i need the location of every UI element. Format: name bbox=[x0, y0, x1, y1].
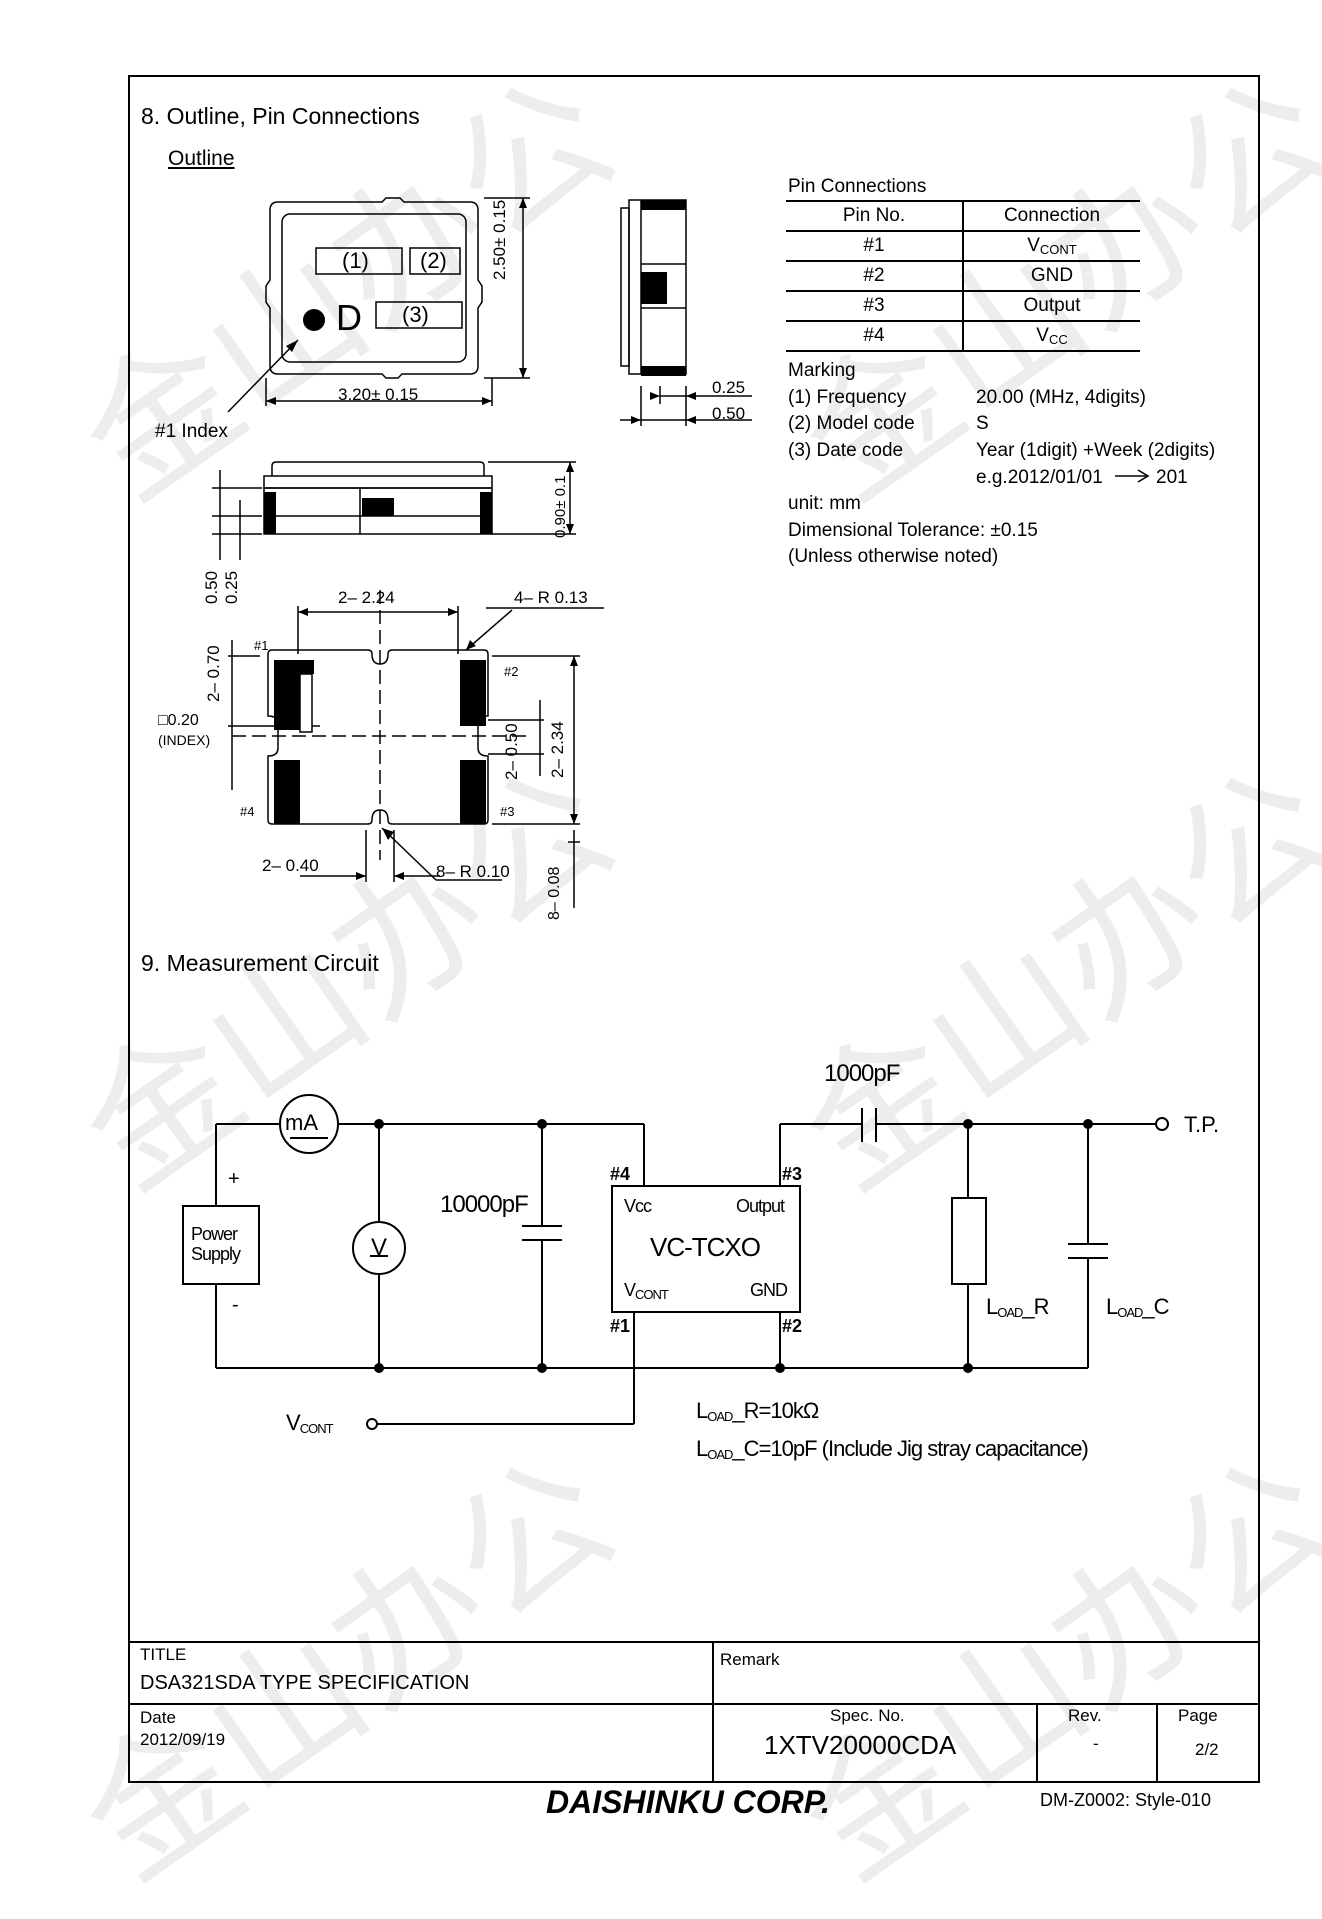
load-r-label: LOAD_R bbox=[986, 1294, 1050, 1320]
dim-corner-r: 4– R 0.13 bbox=[514, 588, 588, 607]
marking-example-result: 201 bbox=[1156, 467, 1188, 488]
page-value: 2/2 bbox=[1195, 1740, 1219, 1759]
title-value: DSA321SDA TYPE SPECIFICATION bbox=[140, 1672, 470, 1694]
chip-vcc: Vcc bbox=[624, 1196, 652, 1216]
marking-title: Marking bbox=[788, 360, 856, 381]
cap-1000pf-label: 1000pF bbox=[824, 1060, 900, 1087]
marking-label-model: (2) Model code bbox=[788, 413, 915, 434]
table-row: #1 VCONT bbox=[786, 231, 1140, 262]
chip-pin-4: #4 bbox=[610, 1164, 631, 1184]
minus-sign: - bbox=[232, 1294, 239, 1316]
load-c-label: LOAD_C bbox=[1106, 1294, 1170, 1320]
pin-cell: #2 bbox=[786, 261, 964, 292]
company-name: DAISHINKU CORP. bbox=[546, 1784, 830, 1820]
date-label: Date bbox=[140, 1708, 176, 1727]
marking-label-date: (3) Date code bbox=[788, 440, 904, 461]
dim-width: 3.20± 0.15 bbox=[338, 385, 419, 404]
dim-r-010: 8– R 0.10 bbox=[436, 862, 510, 881]
pin-connections-table: Pin No. Connection #1 VCONT #2 GND #3 Ou… bbox=[786, 200, 1140, 352]
cap-10000pf-label: 10000pF bbox=[440, 1191, 529, 1218]
chip-output: Output bbox=[736, 1196, 785, 1216]
section-8-title: 8. Outline, Pin Connections bbox=[141, 103, 420, 129]
footer-divider-v1 bbox=[712, 1641, 714, 1783]
tolerance-note: Dimensional Tolerance: ±0.15 bbox=[788, 520, 1038, 541]
section-9-title: 9. Measurement Circuit bbox=[141, 950, 379, 976]
dim-index-text: (INDEX) bbox=[158, 732, 211, 748]
index-label: #1 Index bbox=[155, 421, 228, 442]
pad-2-label: #2 bbox=[504, 664, 519, 679]
outline-label: Outline bbox=[168, 147, 235, 170]
chip-pin-2: #2 bbox=[782, 1316, 803, 1336]
supply-label: Supply bbox=[191, 1244, 241, 1264]
dim-index-square: □0.20 bbox=[158, 712, 199, 729]
marking-label-frequency: (1) Frequency bbox=[788, 387, 907, 408]
test-point-label: T.P. bbox=[1184, 1112, 1220, 1137]
chip-vcont: VCONT bbox=[624, 1280, 669, 1302]
connection-cell: VCC bbox=[963, 321, 1140, 352]
header-connection: Connection bbox=[963, 200, 1140, 232]
mark-d: D bbox=[336, 297, 362, 338]
table-row: #2 GND bbox=[786, 261, 1140, 292]
pad-1-label: #1 bbox=[254, 638, 269, 653]
date-value: 2012/09/19 bbox=[140, 1730, 226, 1749]
load-r-value: LOAD_R=10kΩ bbox=[696, 1398, 819, 1424]
dim-h-040: 2– 0.40 bbox=[262, 856, 319, 875]
load-c-value: LOAD_C=10pF (Include Jig stray capacitan… bbox=[696, 1436, 1089, 1462]
rev-value: - bbox=[1093, 1734, 1099, 1753]
footer-divider-middle bbox=[128, 1703, 1260, 1705]
dim-side-050: 0.50 bbox=[712, 404, 746, 423]
footer-divider-top bbox=[128, 1641, 1260, 1643]
page-frame bbox=[128, 75, 1260, 1783]
rev-label: Rev. bbox=[1068, 1706, 1102, 1725]
pin-cell: #3 bbox=[786, 291, 964, 322]
chip-gnd: GND bbox=[750, 1280, 788, 1300]
spec-label: Spec. No. bbox=[830, 1706, 905, 1725]
pad-3-label: #3 bbox=[500, 804, 515, 819]
pin-cell: #1 bbox=[786, 231, 964, 262]
footer-divider-v2 bbox=[1036, 1703, 1038, 1783]
marking-example: e.g.2012/01/01 bbox=[976, 467, 1103, 488]
marking-value-date: Year (1digit) +Week (2digits) bbox=[976, 440, 1216, 461]
chip-pin-1: #1 bbox=[610, 1316, 631, 1336]
connection-cell: GND bbox=[963, 261, 1140, 292]
unit-note: unit: mm bbox=[788, 493, 861, 514]
milliammeter-label: mA bbox=[285, 1110, 318, 1135]
spec-value: 1XTV20000CDA bbox=[764, 1730, 957, 1760]
table-row: #3 Output bbox=[786, 291, 1140, 322]
vcont-input-label: VCONT bbox=[286, 1410, 334, 1436]
pin-connections-title: Pin Connections bbox=[788, 176, 927, 197]
table-header-row: Pin No. Connection bbox=[786, 200, 1140, 232]
header-pin-no: Pin No. bbox=[786, 200, 964, 232]
marking-value-model: S bbox=[976, 413, 989, 434]
footer-divider-v3 bbox=[1156, 1703, 1158, 1783]
dim-pad-pitch: 2– 2.24 bbox=[338, 588, 395, 607]
connection-cell: VCONT bbox=[963, 231, 1140, 262]
table-row: #4 VCC bbox=[786, 321, 1140, 352]
voltmeter-label: V bbox=[371, 1234, 388, 1261]
remark-label: Remark bbox=[720, 1650, 780, 1669]
power-label: Power bbox=[191, 1224, 238, 1244]
mark-1: (1) bbox=[342, 248, 369, 273]
pad-4-label: #4 bbox=[240, 804, 255, 819]
outline-drawing bbox=[212, 197, 752, 908]
mark-3: (3) bbox=[402, 302, 429, 327]
mark-2: (2) bbox=[420, 248, 447, 273]
dim-side-025: 0.25 bbox=[712, 378, 746, 397]
style-code: DM-Z0002: Style-010 bbox=[1040, 1790, 1212, 1810]
chip-name: VC-TCXO bbox=[650, 1232, 761, 1262]
page-label: Page bbox=[1178, 1706, 1218, 1725]
title-label: TITLE bbox=[140, 1645, 187, 1664]
measurement-circuit bbox=[182, 1094, 1169, 1430]
unless-note: (Unless otherwise noted) bbox=[788, 546, 999, 567]
pin-cell: #4 bbox=[786, 321, 964, 352]
chip-pin-3: #3 bbox=[782, 1164, 803, 1184]
marking-value-frequency: 20.00 (MHz, 4digits) bbox=[976, 387, 1147, 408]
connection-cell: Output bbox=[963, 291, 1140, 322]
plus-sign: + bbox=[228, 1168, 240, 1190]
